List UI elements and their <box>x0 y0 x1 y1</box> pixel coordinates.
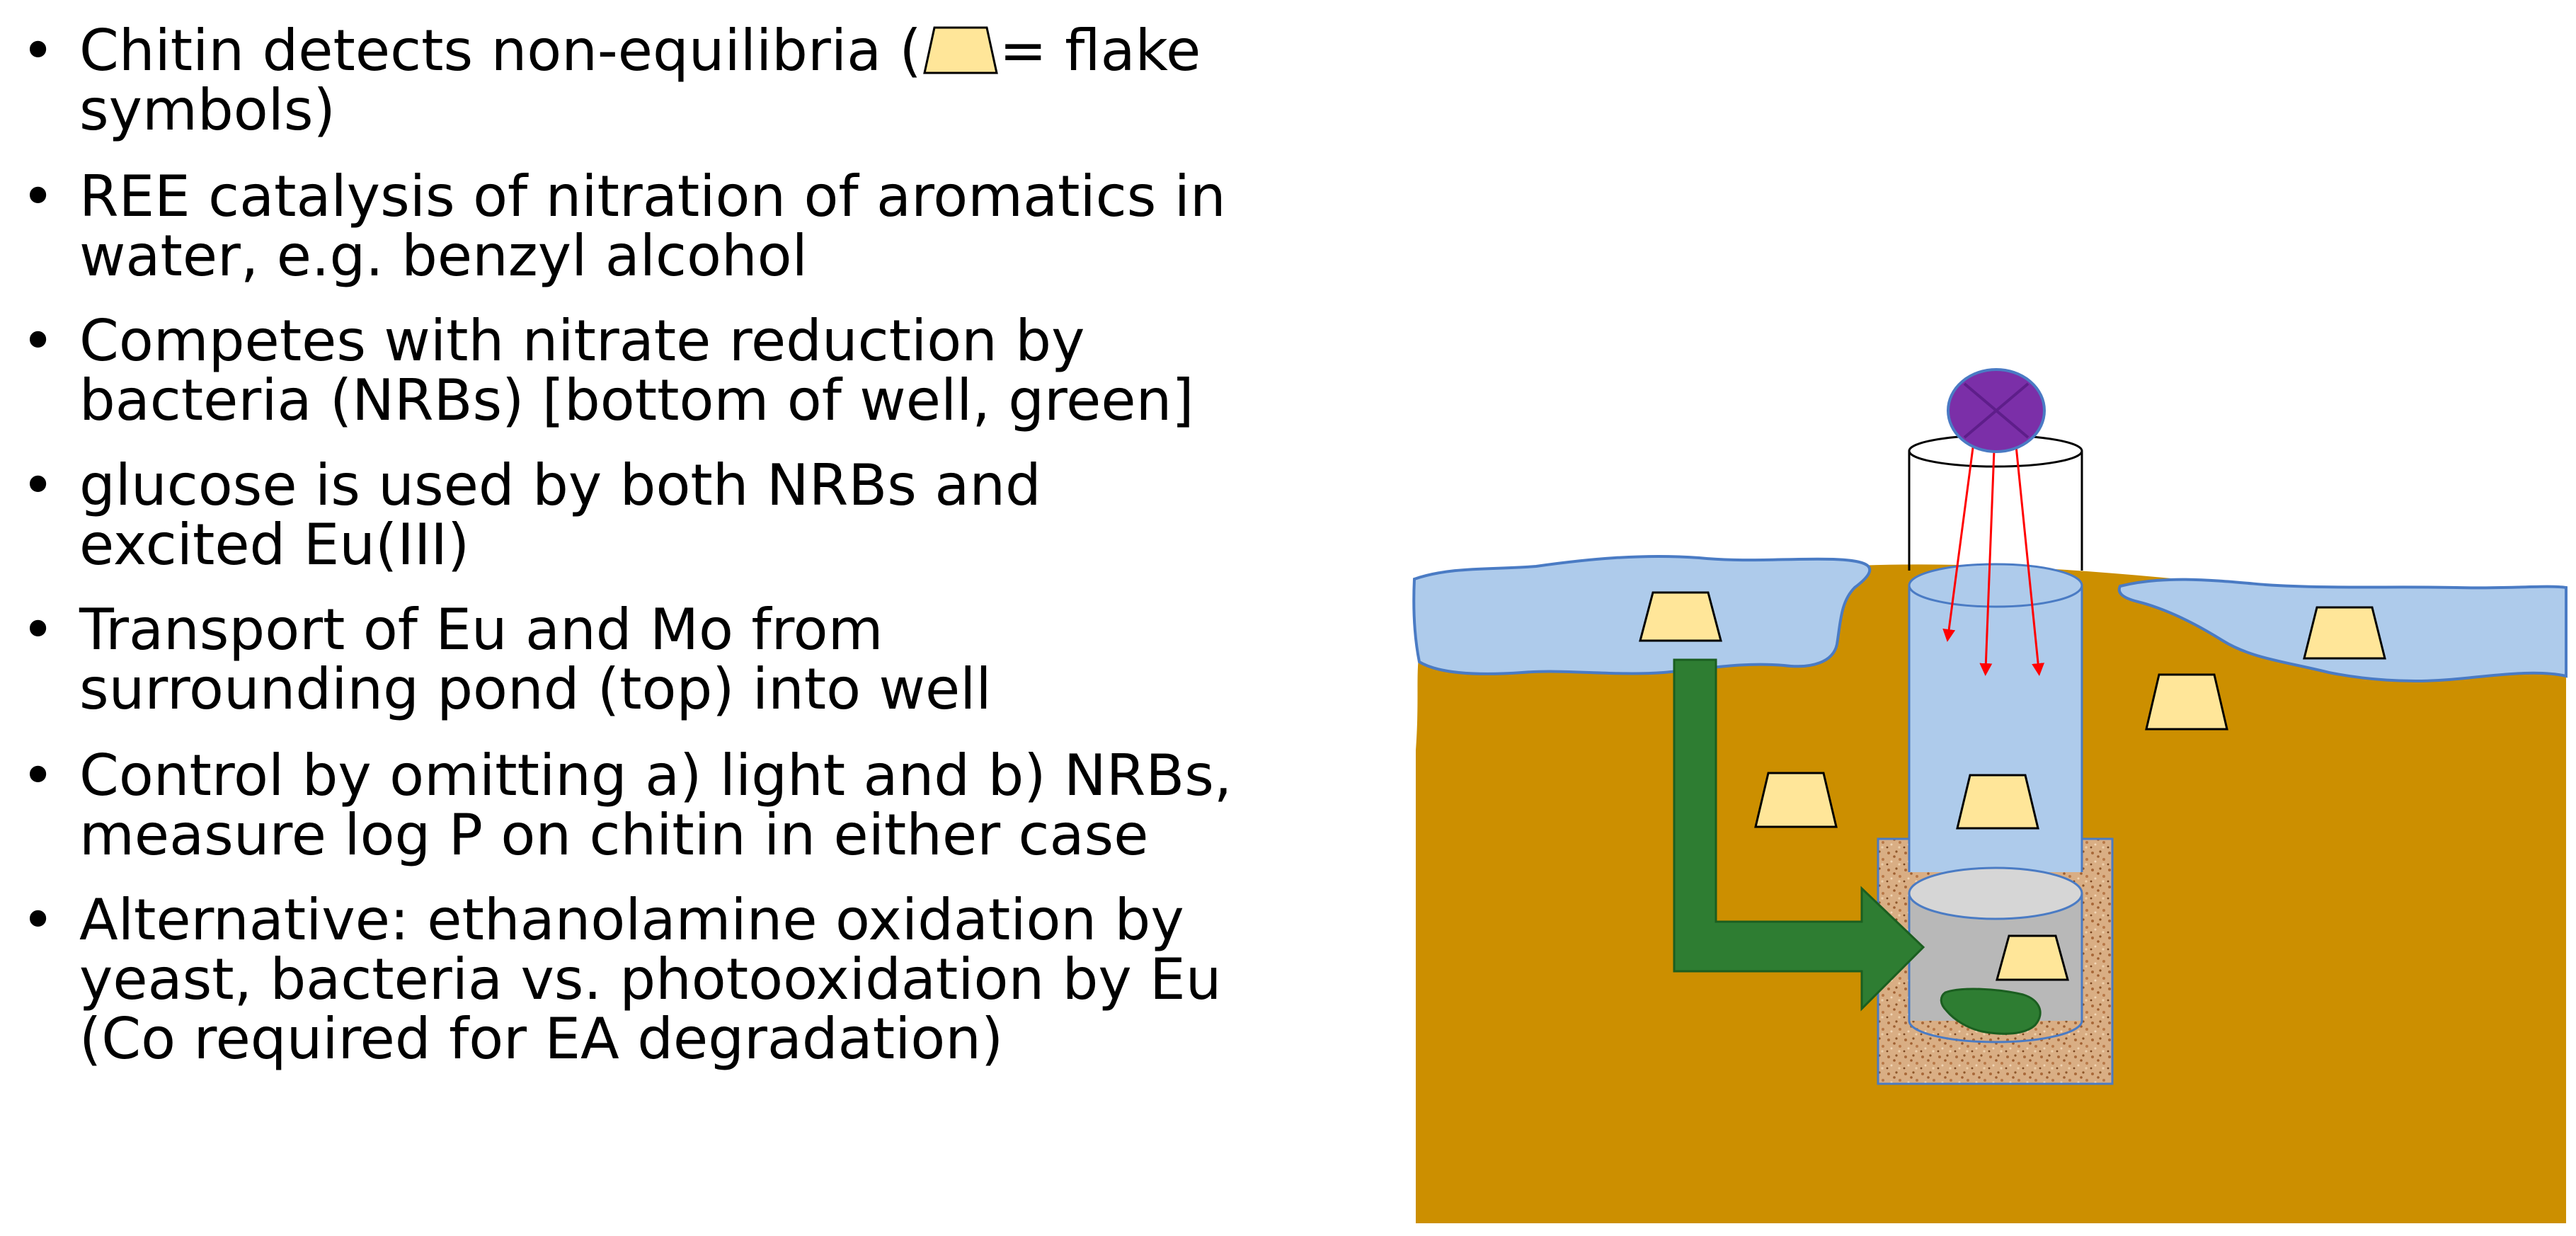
bullet-dot: • <box>21 308 55 374</box>
bullet-text: = flake <box>999 18 1201 84</box>
light-ray <box>1979 431 1996 676</box>
pond-left <box>1412 554 1872 675</box>
flake-icon <box>1639 591 1722 642</box>
bullet-text: water, e.g. benzyl alcohol <box>79 223 808 289</box>
bullet-text: glucose is used by both NRBs and <box>79 452 1041 518</box>
well-water-surface <box>1908 563 2083 608</box>
flake-icon <box>1754 772 1838 828</box>
bullet-dot: • <box>21 18 55 84</box>
flake-symbol-icon <box>922 26 998 74</box>
flake-icon <box>1956 774 2039 830</box>
bullet-dot: • <box>21 597 55 663</box>
bullet-text: yeast, bacteria vs. photooxidation by Eu <box>79 946 1222 1012</box>
bullet-dot: • <box>21 887 55 953</box>
transport-arrow <box>1673 658 1925 1012</box>
bullet-text: Transport of Eu and Mo from <box>79 597 883 663</box>
bullet-text: REE catalysis of nitration of aromatics … <box>79 164 1226 229</box>
light-ray <box>2013 431 2045 676</box>
flake-icon <box>2303 606 2386 660</box>
bullet-text: Chitin detects non-equilibria ( <box>79 18 922 84</box>
bullet-dot: • <box>21 164 55 229</box>
bullet-text: surrounding pond (top) into well <box>79 656 992 722</box>
flake-icon <box>1996 934 2069 981</box>
nrb-bacteria-blob <box>1940 988 2042 1035</box>
bullet-text: Alternative: ethanolamine oxidation by <box>79 887 1184 953</box>
bullet-text: excited Eu(III) <box>79 512 470 578</box>
bullet-dot: • <box>21 743 55 808</box>
bullet-text: (Co required for EA degradation) <box>79 1006 1004 1072</box>
well-bottom-top-surface <box>1908 866 2083 920</box>
bullet-text: measure log P on chitin in either case <box>79 802 1149 868</box>
bullet-text: bacteria (NRBs) [bottom of well, green] <box>79 367 1194 433</box>
bullet-text: Competes with nitrate reduction by <box>79 308 1085 374</box>
bullet-text: Control by omitting a) light and b) NRBs… <box>79 743 1232 808</box>
light-ray <box>1942 431 1976 642</box>
bullet-text: symbols) <box>79 77 336 143</box>
bullet-dot: • <box>21 452 55 518</box>
flake-icon <box>2145 673 2228 731</box>
